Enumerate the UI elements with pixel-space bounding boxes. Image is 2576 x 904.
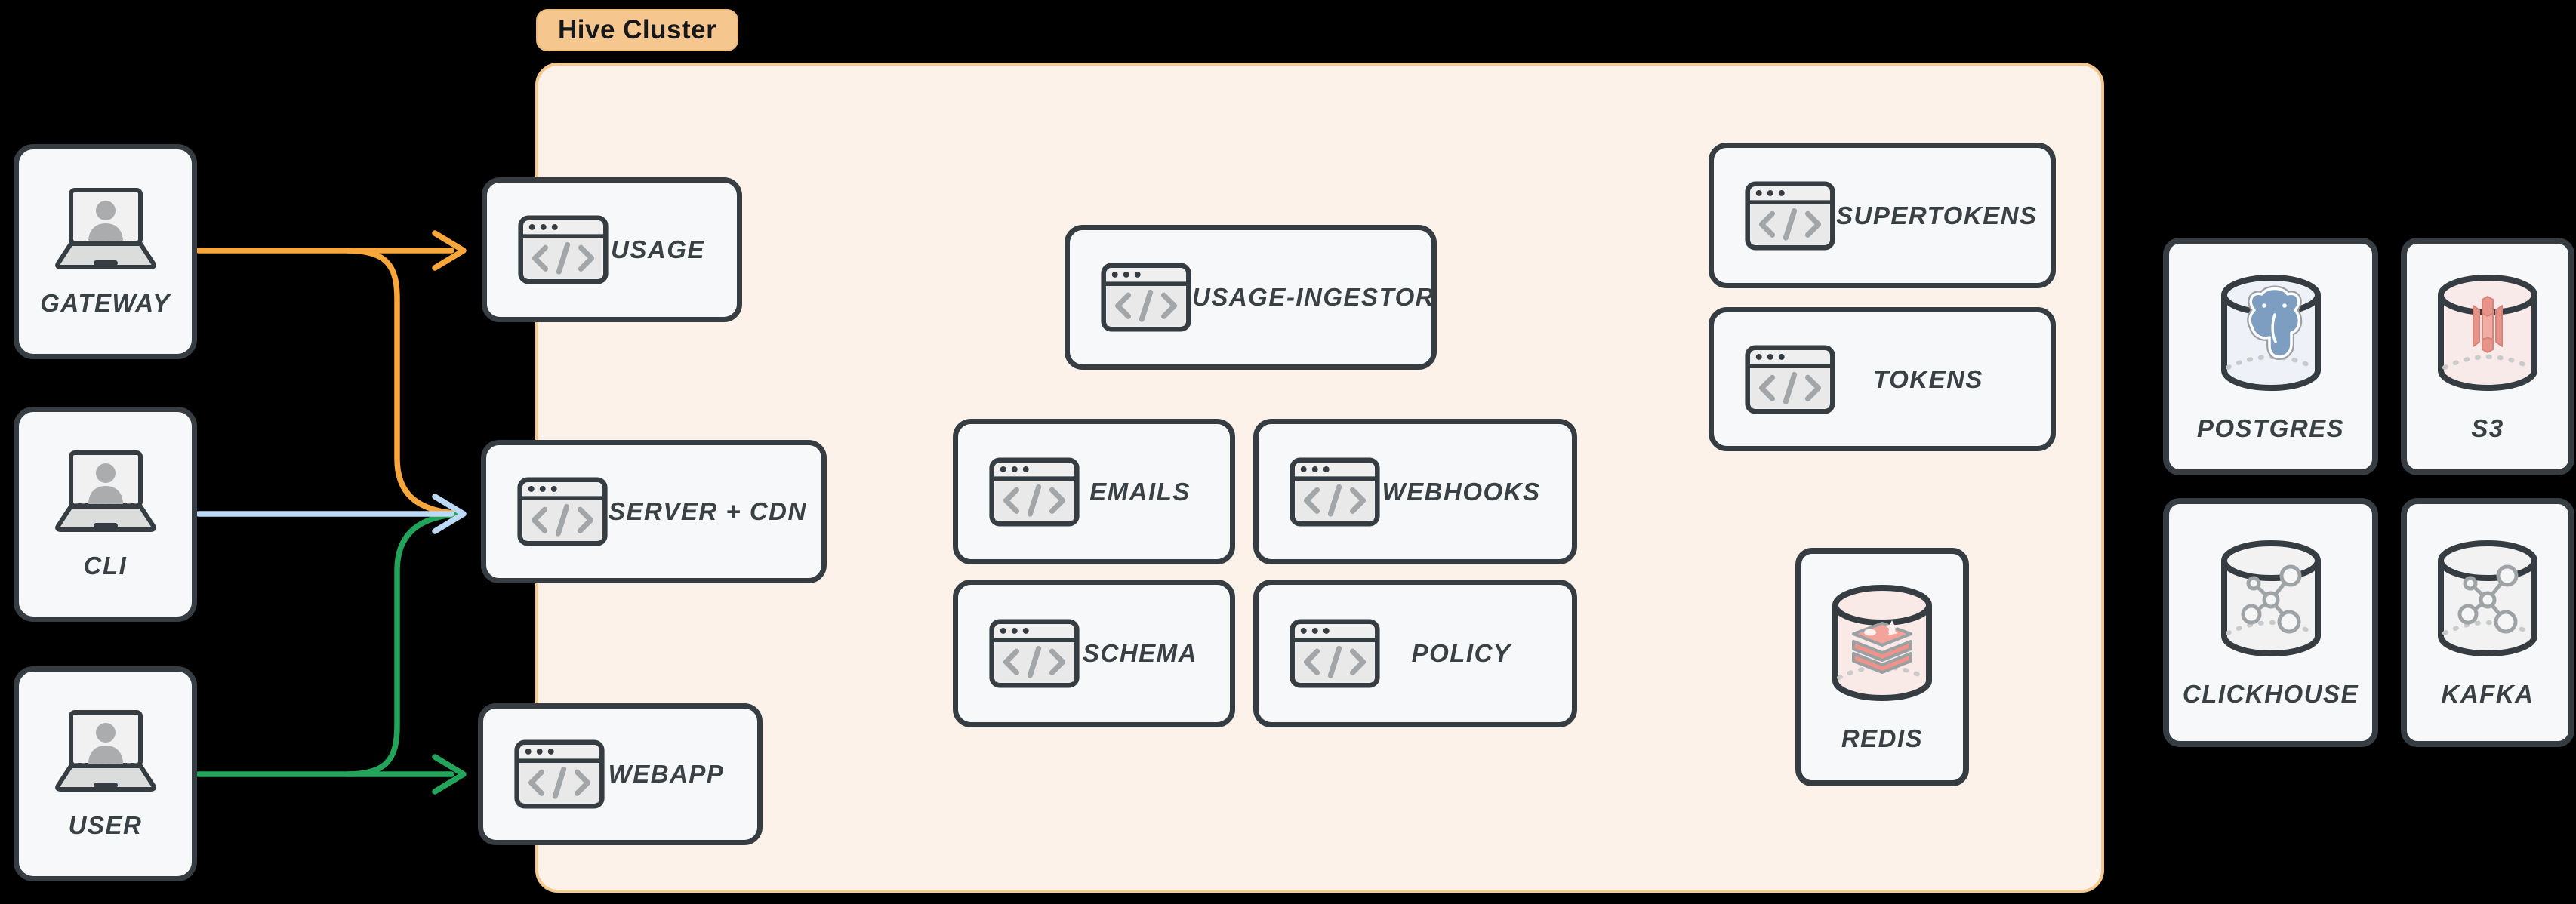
service-label: TOKENS	[1873, 364, 1983, 393]
service-usage-ingestor: USAGE-INGESTOR	[1065, 225, 1437, 370]
service-usage: USAGE	[482, 177, 742, 322]
datastore-label: REDIS	[1841, 724, 1924, 752]
service-label: SUPERTOKENS	[1836, 201, 2038, 229]
client-label: GATEWAY	[40, 288, 171, 317]
datastore-s3: S3	[2401, 238, 2574, 475]
cluster-label: Hive Cluster	[536, 9, 739, 51]
service-webapp: WEBAPP	[478, 703, 763, 845]
datastore-clickhouse: CLICKHOUSE	[2163, 498, 2378, 747]
service-label: WEBHOOKS	[1382, 477, 1541, 506]
service-policy: POLICY	[1253, 580, 1577, 727]
postgres-database-icon	[2214, 271, 2328, 398]
code-window-icon	[1744, 343, 1836, 416]
client-user: USER	[14, 666, 197, 881]
laptop-user-icon	[45, 186, 166, 271]
service-label: USAGE	[611, 235, 705, 263]
gateway-to-server-arrow	[344, 248, 465, 517]
service-label: EMAILS	[1089, 477, 1191, 506]
code-window-icon	[988, 617, 1080, 690]
cli-arrowhead	[432, 494, 467, 534]
service-emails: EMAILS	[953, 419, 1235, 564]
laptop-user-icon	[45, 449, 166, 533]
client-label: USER	[68, 810, 143, 839]
code-window-icon	[1100, 261, 1192, 334]
s3-database-icon	[2431, 271, 2544, 398]
code-window-icon	[1289, 617, 1381, 690]
clickhouse-database-icon	[2214, 537, 2328, 663]
service-tokens: TOKENS	[1709, 307, 2056, 451]
datastore-redis: REDIS	[1795, 548, 1969, 786]
datastore-label: KAFKA	[2441, 680, 2534, 708]
service-label: USAGE-INGESTOR	[1192, 283, 1435, 311]
code-window-icon	[1289, 456, 1381, 528]
service-webhooks: WEBHOOKS	[1253, 419, 1577, 564]
datastore-label: S3	[2471, 414, 2504, 442]
datastore-label: POSTGRES	[2196, 414, 2345, 442]
code-window-icon	[988, 456, 1080, 528]
datastore-label: CLICKHOUSE	[2182, 680, 2359, 708]
client-cli: CLI	[14, 407, 197, 622]
code-window-icon	[517, 214, 609, 286]
client-gateway: GATEWAY	[14, 144, 197, 359]
user-to-server-arrow	[344, 511, 465, 777]
code-window-icon	[513, 738, 605, 810]
service-schema: SCHEMA	[953, 580, 1235, 727]
service-label: WEBAPP	[608, 760, 725, 788]
laptop-user-icon	[45, 709, 166, 793]
user-arrowhead	[432, 754, 467, 795]
service-label: POLICY	[1411, 639, 1511, 667]
datastore-postgres: POSTGRES	[2163, 238, 2378, 475]
service-server-cdn: SERVER + CDN	[481, 440, 827, 583]
datastore-kafka: KAFKA	[2401, 498, 2574, 747]
service-label: SCHEMA	[1082, 639, 1197, 667]
kafka-database-icon	[2431, 537, 2544, 663]
gateway-arrowhead	[432, 230, 467, 271]
code-window-icon	[516, 475, 609, 548]
service-supertokens: SUPERTOKENS	[1709, 143, 2056, 288]
client-label: CLI	[83, 551, 128, 580]
service-label: SERVER + CDN	[609, 497, 807, 525]
code-window-icon	[1744, 180, 1836, 252]
redis-database-icon	[1826, 581, 1939, 708]
